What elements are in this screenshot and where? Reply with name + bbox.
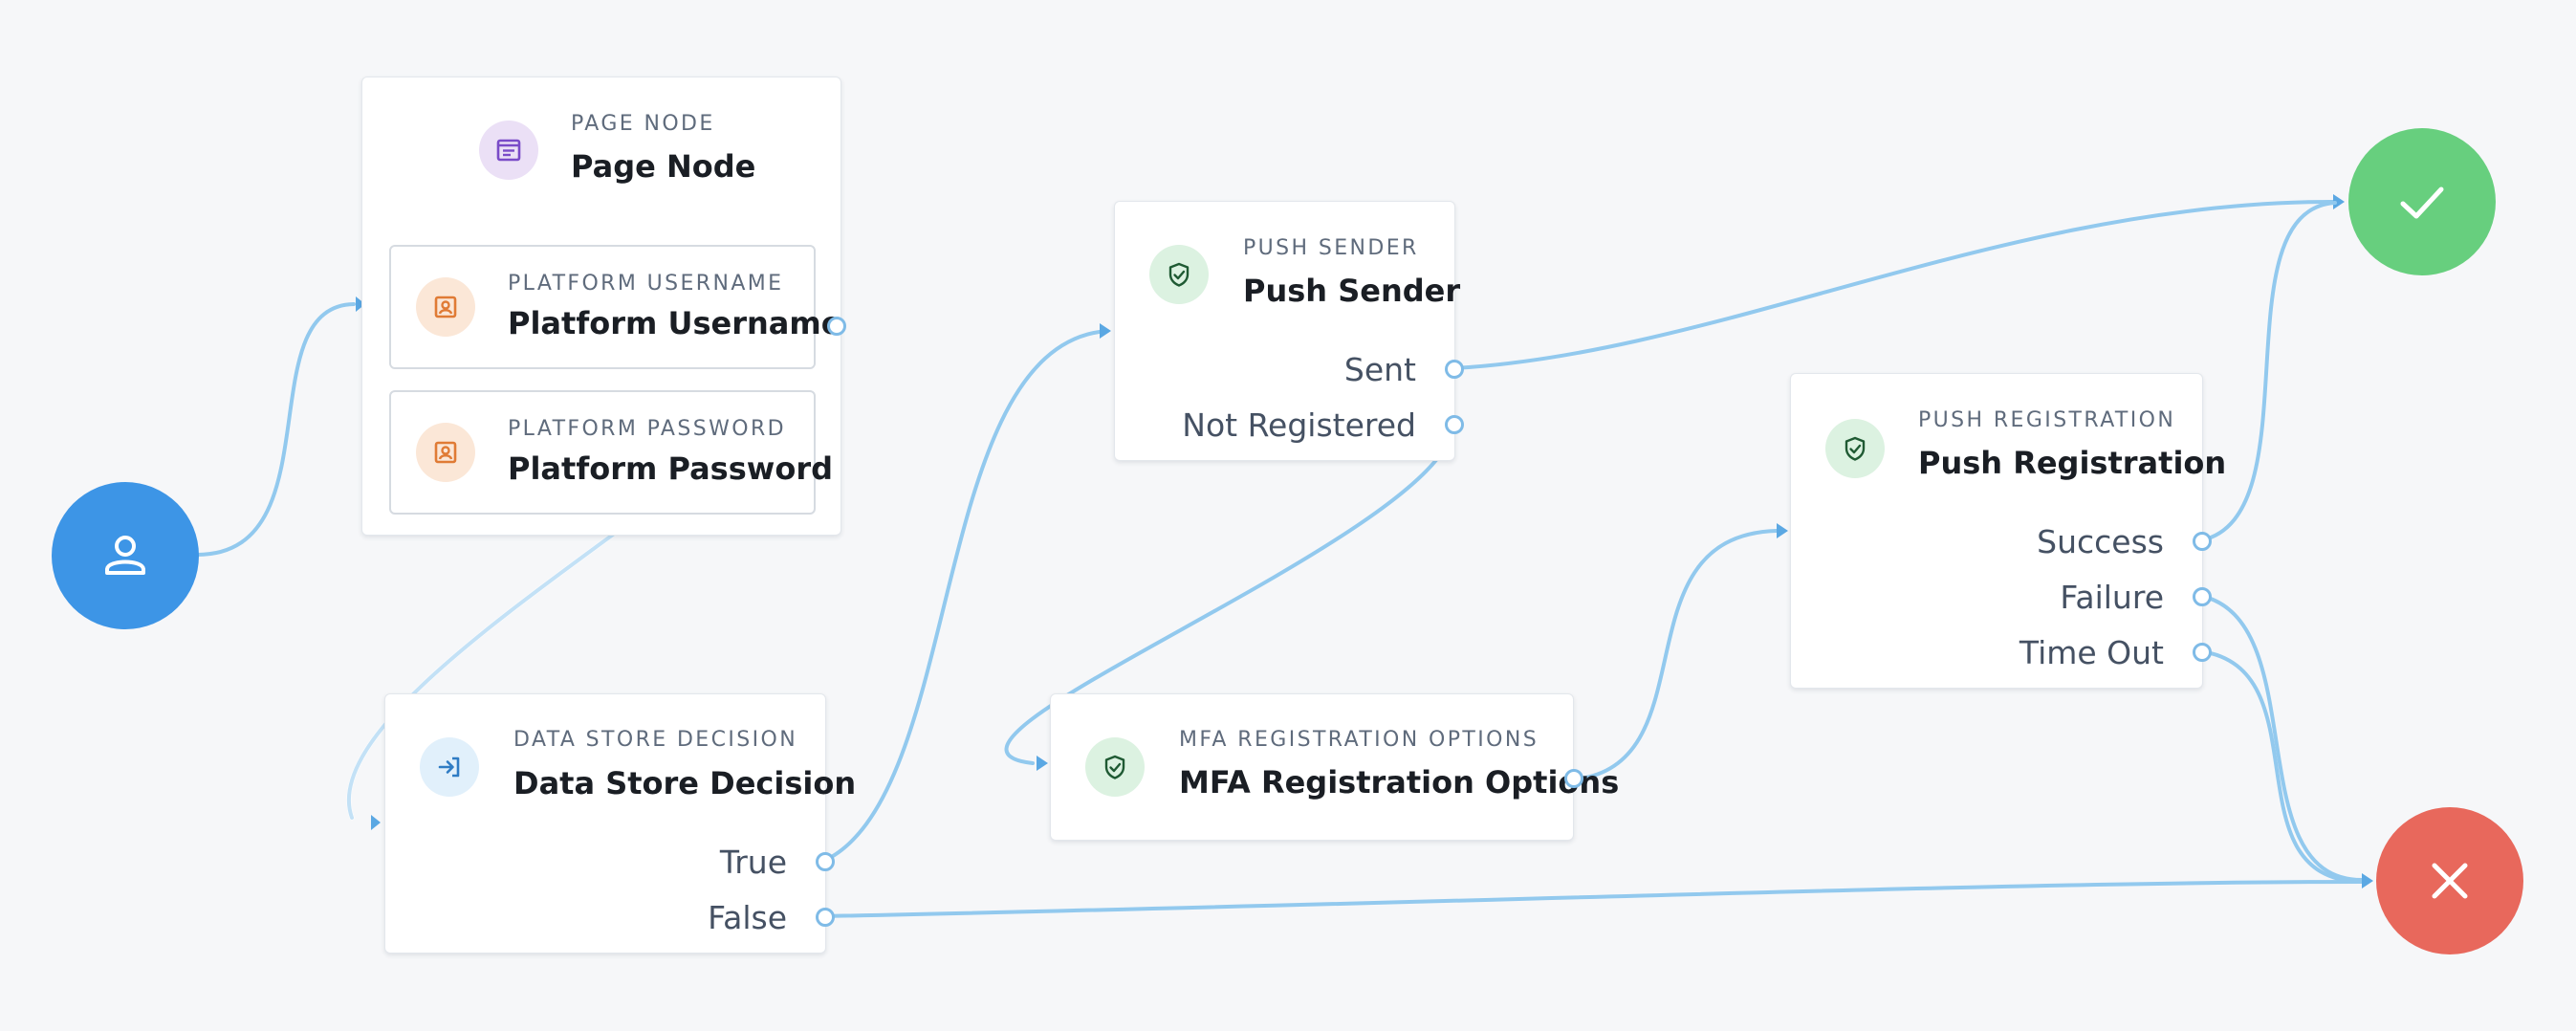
- mfa-registration-options-node[interactable]: MFA Registration Options MFA Registratio…: [1050, 693, 1619, 841]
- outcome-port-time-out[interactable]: [2193, 643, 2212, 662]
- node-title: Platform Password: [508, 450, 833, 487]
- outcome-label-sent: Sent: [1343, 351, 1416, 388]
- outcome-port-false[interactable]: [816, 908, 835, 927]
- id-card-icon: [416, 277, 475, 337]
- node-type-label: Push Registration: [1918, 408, 2176, 432]
- outcome-label-failure: Failure: [2060, 579, 2164, 616]
- push-registration-node[interactable]: Push Registration Push Registration Succ…: [1790, 373, 2226, 689]
- outcome-port-sent[interactable]: [1445, 360, 1464, 379]
- data-store-decision-node[interactable]: Data Store Decision Data Store Decision …: [384, 693, 856, 954]
- node-type-label: Push Sender: [1243, 236, 1419, 260]
- node-title: Push Registration: [1918, 445, 2227, 481]
- wire-arrow: [1777, 523, 1788, 538]
- shield-check-icon: [1085, 737, 1145, 797]
- shield-check-icon: [1825, 419, 1885, 478]
- node-title: Push Sender: [1243, 273, 1461, 309]
- node-title: Data Store Decision: [513, 765, 857, 801]
- id-card-icon: [416, 423, 475, 482]
- wire-timeout-to-failure-node: [2199, 649, 2364, 884]
- shield-check-icon: [1149, 245, 1209, 304]
- start-node[interactable]: [52, 482, 199, 629]
- node-type-label: Platform Password: [508, 417, 786, 441]
- child-node-platform-password[interactable]: Platform Password Platform Password: [389, 390, 833, 515]
- wire-arrow: [1037, 756, 1048, 771]
- node-title: Platform Username: [508, 305, 842, 341]
- wire-sent-to-success: [1452, 199, 2337, 370]
- outcome-label-false: False: [708, 899, 787, 936]
- push-sender-node[interactable]: Push Sender Push Sender Sent Not Registe…: [1114, 201, 1464, 461]
- user-icon: [105, 536, 145, 575]
- node-title: Page Node: [571, 148, 756, 185]
- outcome-port[interactable]: [1564, 769, 1583, 788]
- child-node-platform-username[interactable]: Platform Username Platform Username: [389, 245, 841, 369]
- node-type-label: Page Node: [571, 112, 715, 136]
- wire-arrow: [2362, 873, 2373, 888]
- node-type-label: Data Store Decision: [513, 728, 798, 752]
- node-type-label: Platform Username: [508, 272, 784, 296]
- close-icon: [2432, 863, 2468, 899]
- wire-start-to-page-node: [195, 302, 356, 557]
- wire-failure-to-failure-node: [2199, 594, 2364, 882]
- page-icon: [479, 121, 538, 180]
- outcome-label-time-out: Time Out: [2019, 634, 2164, 671]
- outcome-port-not-registered[interactable]: [1445, 415, 1464, 434]
- outcome-label-true: True: [719, 844, 787, 881]
- node-title: MFA Registration Options: [1179, 764, 1620, 801]
- wire-success-to-success-node: [2199, 201, 2337, 542]
- wire-mfa-to-push-registration: [1572, 529, 1779, 781]
- login-arrow-icon: [420, 737, 479, 797]
- outcome-port-true[interactable]: [816, 852, 835, 871]
- checkmark-icon: [2400, 186, 2444, 219]
- wire-arrow: [371, 815, 381, 830]
- outcome-label-success: Success: [2037, 523, 2164, 560]
- outcome-port-failure[interactable]: [2193, 587, 2212, 606]
- success-node[interactable]: [2348, 128, 2496, 275]
- outcome-label-not-registered: Not Registered: [1182, 406, 1416, 444]
- outcome-port-success[interactable]: [2193, 532, 2212, 551]
- outcome-port[interactable]: [827, 317, 846, 336]
- failure-node[interactable]: [2376, 807, 2523, 954]
- page-node[interactable]: Page Node Page Node Platform Username Pl…: [361, 77, 846, 536]
- wire-arrow: [2333, 194, 2345, 209]
- node-type-label: MFA Registration Options: [1179, 728, 1539, 752]
- wire-arrow: [1100, 323, 1111, 339]
- wire-false-to-failure-node: [822, 880, 2364, 918]
